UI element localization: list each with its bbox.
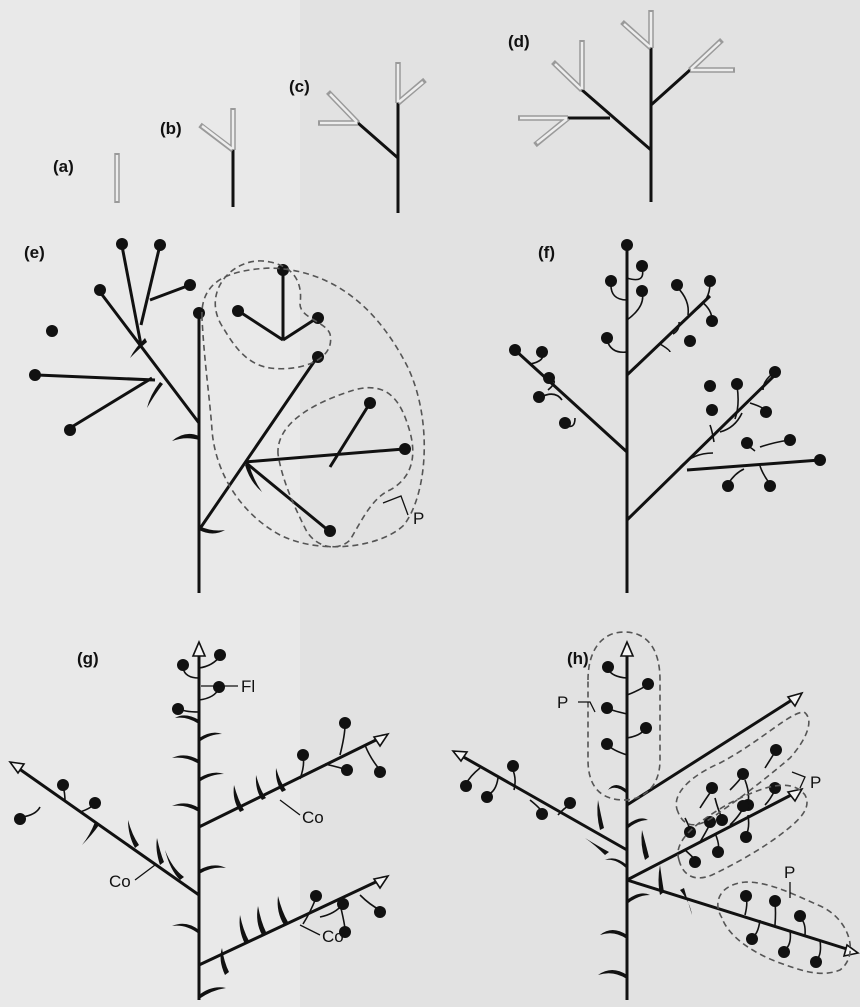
leader-co-left bbox=[135, 865, 155, 880]
bracts bbox=[82, 715, 288, 999]
new-growth bbox=[200, 108, 233, 150]
panel-label-a: (a) bbox=[53, 157, 74, 176]
panel-label-e: (e) bbox=[24, 243, 45, 262]
panel-label-f: (f) bbox=[538, 243, 555, 262]
label-fl: Fl bbox=[241, 677, 255, 696]
bracts bbox=[130, 338, 262, 534]
background-shade bbox=[300, 0, 860, 1007]
panel-a: (a) bbox=[53, 153, 117, 203]
panel-label-h: (h) bbox=[567, 649, 589, 668]
label-co-right: Co bbox=[302, 808, 324, 827]
panel-label-b: (b) bbox=[160, 119, 182, 138]
label-p-top: P bbox=[557, 693, 568, 712]
label-p-lower: P bbox=[784, 863, 795, 882]
panel-label-d: (d) bbox=[508, 32, 530, 51]
label-p-right: P bbox=[810, 773, 821, 792]
leader-co-right bbox=[280, 800, 300, 815]
label-co-left: Co bbox=[109, 872, 131, 891]
panel-b: (b) bbox=[160, 108, 233, 207]
panel-label-g: (g) bbox=[77, 649, 99, 668]
panel-label-c: (c) bbox=[289, 77, 310, 96]
label-co-lower: Co bbox=[322, 927, 344, 946]
label-p: P bbox=[413, 509, 424, 528]
